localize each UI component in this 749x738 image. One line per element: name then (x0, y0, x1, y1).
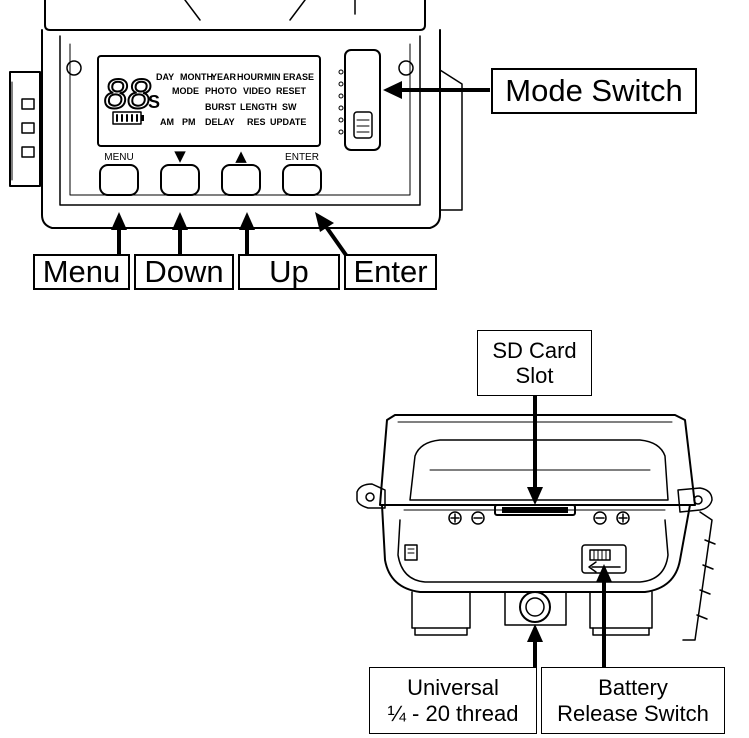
down-label-text: Down (144, 254, 224, 290)
battery-label-line1: Battery (598, 675, 668, 701)
up-label: Up (238, 254, 340, 290)
thread-label-line1: Universal (407, 675, 499, 701)
svg-text:LENGTH: LENGTH (240, 102, 277, 112)
svg-text:MIN: MIN (264, 72, 281, 82)
svg-text:VIDEO: VIDEO (243, 86, 271, 96)
menu-button-caption: MENU (104, 152, 133, 163)
down-arrow-icon: ▼ (174, 147, 186, 165)
svg-text:ERASE: ERASE (283, 72, 314, 82)
bottom-callout-arrows (527, 395, 612, 668)
thread-label-line2: ¼ - 20 thread (387, 700, 519, 726)
mode-switch-label: Mode Switch (491, 68, 697, 114)
up-label-text: Up (269, 254, 309, 290)
battery-label-line2: Release Switch (557, 700, 709, 726)
lcd-digits: 88 S (103, 69, 160, 118)
universal-thread-label: Universal ¼ - 20 thread (369, 667, 537, 734)
svg-text:AM: AM (160, 117, 174, 127)
svg-text:BURST: BURST (205, 102, 237, 112)
svg-text:UPDATE: UPDATE (270, 117, 306, 127)
enter-label-text: Enter (353, 254, 428, 290)
camera-control-panel (9, 0, 463, 229)
sd-card-slot-label: SD Card Slot (477, 330, 592, 396)
button-captions: MENU ▼ ▲ ENTER (104, 147, 319, 165)
svg-text:HOUR: HOUR (237, 72, 264, 82)
down-label: Down (134, 254, 234, 290)
enter-label: Enter (344, 254, 437, 290)
svg-text:MODE: MODE (172, 86, 199, 96)
up-arrow-icon: ▲ (235, 147, 247, 165)
svg-text:SW: SW (282, 102, 297, 112)
svg-text:S: S (148, 92, 160, 112)
svg-text:88: 88 (104, 70, 151, 117)
svg-text:PHOTO: PHOTO (205, 86, 237, 96)
enter-button-caption: ENTER (285, 152, 319, 163)
lcd-labels: DAY MONTH YEAR HOUR MIN ERASE MODE PHOTO… (156, 72, 314, 127)
svg-text:RESET: RESET (276, 86, 307, 96)
sd-card-label-line1: SD Card (492, 337, 577, 363)
menu-label: Menu (33, 254, 130, 290)
menu-button-shape (99, 164, 139, 196)
top-callout-arrows (111, 81, 490, 257)
up-button-shape (221, 164, 261, 196)
svg-text:DELAY: DELAY (205, 117, 235, 127)
camera-underside (356, 414, 716, 641)
svg-text:MONTH: MONTH (180, 72, 213, 82)
svg-text:PM: PM (182, 117, 196, 127)
svg-text:DAY: DAY (156, 72, 174, 82)
svg-text:RES: RES (247, 117, 266, 127)
menu-label-text: Menu (42, 254, 121, 290)
svg-text:YEAR: YEAR (211, 72, 237, 82)
battery-release-switch-label: Battery Release Switch (541, 667, 725, 734)
enter-button-shape (282, 164, 322, 196)
down-button-shape (160, 164, 200, 196)
sd-card-label-line2: Slot (515, 363, 554, 388)
mode-switch-label-text: Mode Switch (505, 73, 683, 109)
